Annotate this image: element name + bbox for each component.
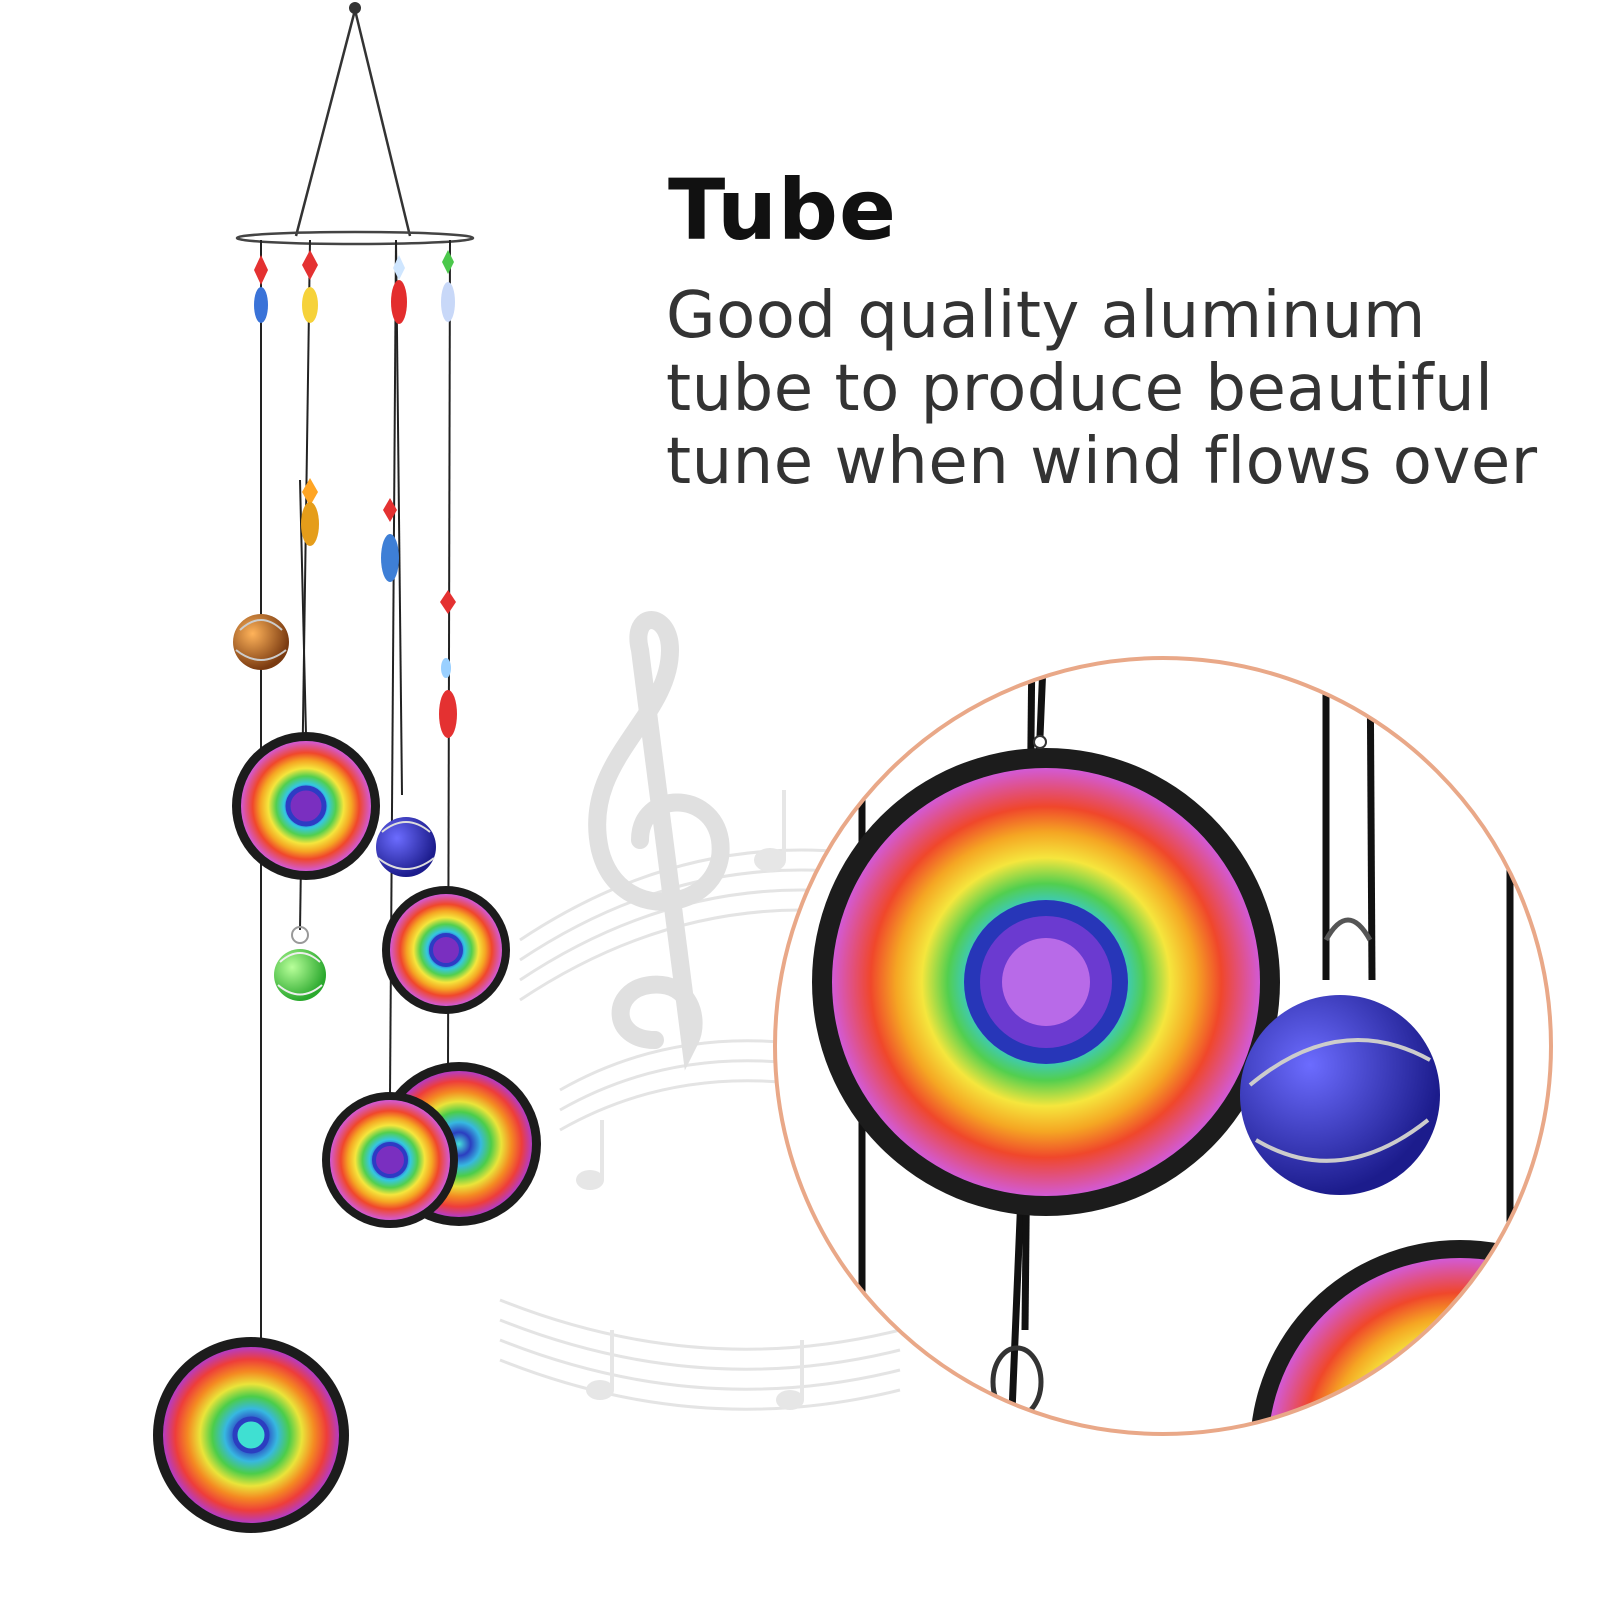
zoom-detail-circle	[773, 656, 1553, 1436]
mandala-disc-4	[322, 1092, 458, 1228]
feature-description: Good quality aluminum tube to produce be…	[666, 280, 1596, 499]
feature-description-line-2: tube to produce beautiful	[666, 352, 1494, 426]
zoom-glass-ball-blue	[1240, 917, 1440, 1195]
mandala-disc-5	[153, 1337, 349, 1533]
feature-description-line-1: Good quality aluminum	[666, 279, 1426, 353]
music-staff-decoration	[499, 848, 901, 1411]
glass-ball-blue	[376, 817, 436, 877]
mandala-disc-1	[232, 732, 380, 880]
beads	[254, 250, 457, 738]
glass-ball-green	[274, 926, 326, 1001]
glass-ball-amber	[233, 614, 289, 670]
zoom-mandala-disc	[812, 735, 1280, 1216]
zoom-mandala-disc-partial	[1250, 1240, 1551, 1434]
treble-clef-icon	[588, 611, 730, 1071]
mandala-disc-2	[382, 886, 510, 1014]
music-note-icon	[576, 790, 804, 1410]
feature-description-line-3: tune when wind flows over	[666, 425, 1538, 499]
feature-title: Tube	[668, 161, 897, 259]
wind-chime	[153, 2, 541, 1533]
top-ring	[235, 230, 475, 246]
